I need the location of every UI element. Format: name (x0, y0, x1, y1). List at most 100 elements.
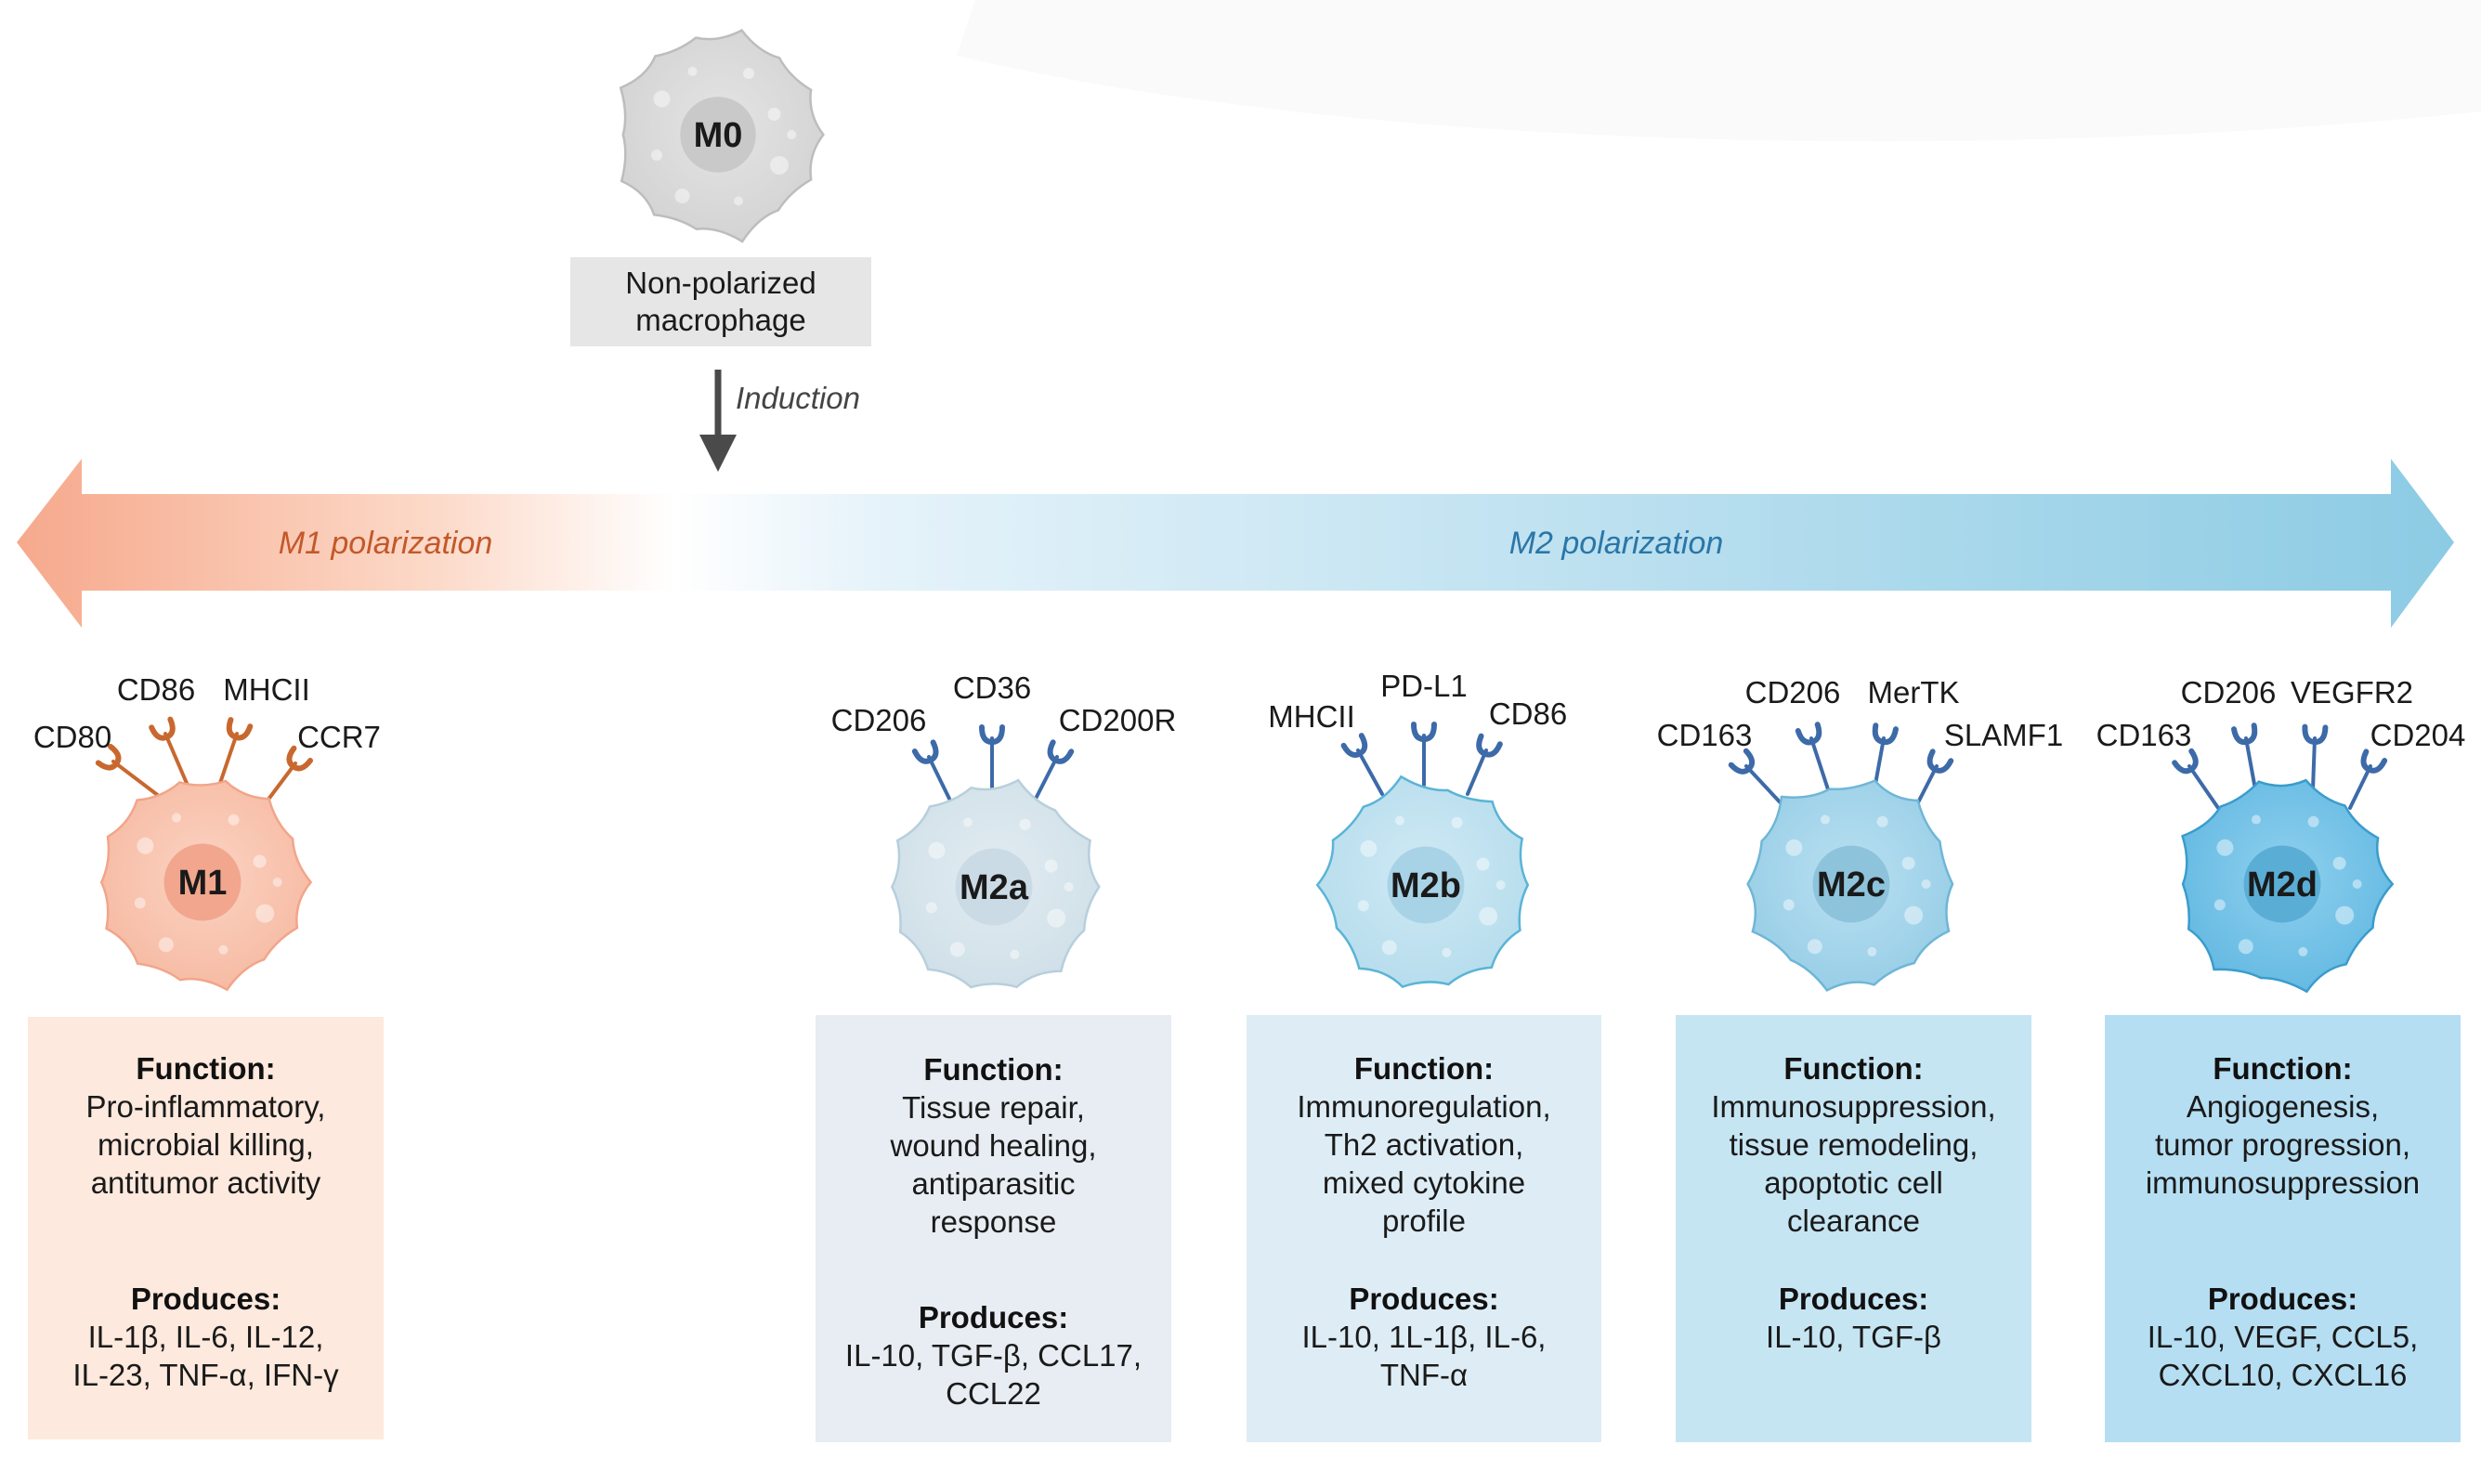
m2b-vesicle (1442, 947, 1452, 957)
m1-vesicle (137, 837, 154, 854)
m1-produces-line: IL-1β, IL-6, IL-12, (88, 1320, 324, 1354)
m2d-vesicle (2238, 939, 2253, 955)
m2c-nucleus (1812, 845, 1890, 923)
m0-nucleus (680, 97, 756, 173)
background-swoosh (957, 0, 2481, 142)
m0-vesicle (687, 66, 698, 76)
m2c-label: M2c (1817, 866, 1886, 905)
m0-vesicle (653, 90, 671, 108)
m2a-marker-label: CD200R (1059, 703, 1177, 737)
m2b-vesicle (1357, 900, 1369, 912)
m0-caption-line2: macrophage (635, 303, 805, 337)
m2d-vesicle (2332, 856, 2346, 870)
m2b-produces-line: TNF-α (1380, 1358, 1468, 1392)
m2a-vesicle (1044, 859, 1058, 873)
m2b-info-box: Function:Immunoregulation,Th2 activation… (1247, 1015, 1601, 1442)
m2b-vesicle (1451, 816, 1463, 828)
m2a-vesicle (925, 902, 937, 914)
m2d-info-box: Function:Angiogenesis,tumor progression,… (2105, 1015, 2461, 1442)
m2c-marker-label: SLAMF1 (1944, 718, 2063, 752)
m2c-cd163-receptor-icon (1728, 748, 1787, 810)
m0-vesicle (734, 196, 743, 206)
m2c-vesicle (1921, 879, 1931, 889)
m2d-vesicle (2307, 815, 2319, 827)
m2d-vegfr2-receptor-icon (2302, 723, 2329, 791)
m0-vesicle (770, 156, 789, 175)
m1-function-line: antitumor activity (91, 1165, 321, 1200)
m2c-vesicle (1904, 905, 1924, 925)
m2c-function-line: Immunosuppression, (1711, 1089, 1995, 1124)
m1-marker-label: CD86 (117, 672, 195, 707)
m0-vesicle (787, 130, 797, 139)
m2a-vesicle (1019, 818, 1031, 830)
m2c-vesicle (1785, 839, 1803, 856)
m0-label: M0 (694, 116, 743, 155)
m2b-function-title: Function: (1354, 1051, 1494, 1086)
m2b-function-line: mixed cytokine (1323, 1165, 1525, 1200)
m1-produces-title: Produces: (131, 1282, 281, 1316)
m2a-function-line: response (931, 1204, 1057, 1239)
m2c-marker-label: CD163 (1657, 718, 1753, 752)
m2a-produces-title: Produces: (919, 1300, 1068, 1334)
m2b-label: M2b (1391, 866, 1461, 905)
m1-vesicle (253, 854, 267, 868)
m0-caption-line1: Non-polarized (625, 266, 816, 300)
m2d-label: M2d (2247, 866, 2318, 905)
m2a-vesicle (928, 841, 946, 859)
m1-vesicle (172, 813, 181, 823)
m2a-produces-line: IL-10, TGF-β, CCL17, (845, 1338, 1142, 1373)
m0-caption-box: Non-polarized macrophage (570, 257, 871, 346)
m2c-vesicle (1821, 814, 1830, 825)
m2d-vesicle (2352, 879, 2362, 889)
m2a-function-line: Tissue repair, (902, 1090, 1085, 1125)
m2d-info-box-bg (2105, 1015, 2461, 1442)
m2c-info-box: Function:Immunosuppression,tissue remode… (1676, 1015, 2031, 1442)
m2a-vesicle (963, 817, 973, 827)
m1-marker-label: CD80 (33, 720, 111, 754)
m2d-marker-label: CD204 (2370, 718, 2466, 752)
m2b-mhcii-receptor-icon (1340, 733, 1384, 796)
m2c-produces-title: Produces: (1779, 1282, 1928, 1316)
m1-vesicle (134, 897, 146, 909)
m2d-function-line: Angiogenesis, (2187, 1089, 2379, 1124)
m2d-marker-label: CD206 (2181, 675, 2277, 709)
m2c-vesicle (1867, 946, 1877, 957)
m2d-produces-line: IL-10, VEGF, CCL5, (2148, 1320, 2419, 1354)
m2a-label: M2a (960, 868, 1029, 907)
m1-function-title: Function: (136, 1051, 275, 1086)
m2b-vesicle (1381, 940, 1397, 956)
m2a-info-box-bg (816, 1015, 1171, 1442)
m1-function-line: Pro-inflammatory, (86, 1089, 326, 1124)
m1-vesicle (158, 937, 174, 953)
m2c-vesicle (1782, 899, 1795, 911)
m2d-vesicle (2252, 814, 2261, 825)
m2b-vesicle (1479, 906, 1498, 926)
m2d-vesicle (2216, 839, 2234, 856)
induction-arrow (699, 370, 737, 472)
m0-vesicle (743, 68, 754, 79)
m1-vesicle (218, 944, 229, 955)
m2c-vesicle (1807, 939, 1822, 955)
m2c-vesicle (1876, 815, 1888, 827)
m1-nucleus (163, 843, 242, 921)
m2b-function-line: Th2 activation, (1325, 1127, 1524, 1162)
m2c-mertk-receptor-icon (1872, 722, 1899, 791)
m0-macrophage: M0 (619, 28, 825, 243)
m2a-function-line: antiparasitic (911, 1166, 1075, 1201)
m2a-nucleus (955, 848, 1033, 926)
m2b-marker-label: CD86 (1489, 696, 1567, 731)
m2b-vesicle (1360, 840, 1378, 857)
m1-vesicle (255, 904, 275, 923)
m2d-produces-line: CXCL10, CXCL16 (2159, 1358, 2408, 1392)
m2b-marker-label: PD-L1 (1380, 669, 1468, 703)
m1-produces-line: IL-23, TNF-α, IFN-γ (72, 1358, 339, 1392)
m2a-vesicle (1010, 949, 1020, 959)
m2c-function-line: tissue remodeling, (1730, 1127, 1978, 1162)
m2a-function-title: Function: (923, 1052, 1063, 1087)
m2d-cd163-receptor-icon (2172, 748, 2220, 810)
